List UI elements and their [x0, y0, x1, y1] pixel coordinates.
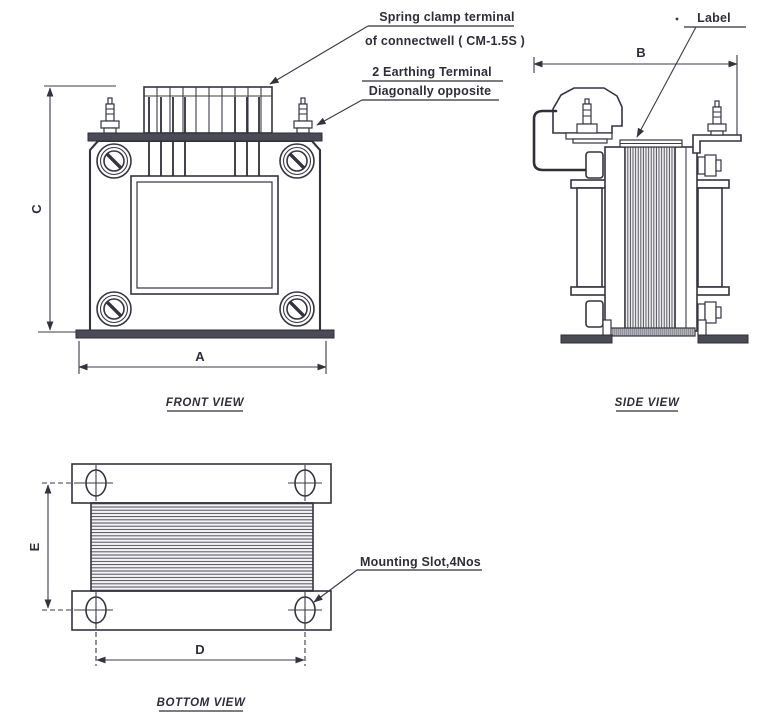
- side-earthing-stud: [692, 100, 742, 154]
- mounting-slot-leader-line: [313, 569, 358, 603]
- screw-top-right: [279, 143, 315, 179]
- terminal-block-outline: [143, 86, 273, 134]
- side-view-caption: SIDE VIEW: [615, 397, 680, 412]
- callout-label: Label: [636, 11, 746, 138]
- dim-d-label: D: [195, 642, 204, 657]
- callout-mounting-slot: Mounting Slot,4Nos: [313, 555, 482, 603]
- spring-clamp-text-line2: of connectwell ( CM-1.5S ): [365, 34, 525, 48]
- earthing-leader-line: [316, 99, 363, 126]
- side-clamp-plate-left: [570, 179, 609, 296]
- dimension-d: D: [95, 616, 306, 666]
- dim-a-label: A: [195, 349, 205, 364]
- dimension-c: C: [29, 85, 116, 333]
- side-tab-top: [585, 151, 604, 179]
- side-clamp-plate-right: [692, 179, 730, 296]
- screw-bottom-left: [96, 291, 132, 327]
- side-foot-right: [697, 319, 749, 344]
- bottom-view-caption: BOTTOM VIEW: [157, 697, 246, 712]
- label-leader-line: [636, 26, 697, 138]
- callout-spring-clamp-terminal: Spring clamp terminal of connectwell ( C…: [269, 10, 525, 85]
- front-core-window: [130, 175, 279, 295]
- terminal-block-dividers: [156, 87, 262, 133]
- bottom-mounting-strip-bottom: [71, 590, 332, 631]
- mounting-slot-bottom-right: [288, 592, 322, 628]
- screw-top-left: [96, 143, 132, 179]
- front-terminal-block: [143, 86, 273, 134]
- bobbin-cheek-left: [604, 146, 626, 332]
- front-view: C: [29, 85, 335, 412]
- label-dot: [675, 17, 679, 21]
- front-clamp-bar: [87, 132, 323, 142]
- coil-winding-hatch: [624, 146, 676, 330]
- dim-b-label: B: [636, 45, 645, 60]
- side-lead-wire: [532, 109, 587, 172]
- spring-clamp-leader-line: [269, 25, 369, 85]
- dimension-e: E: [27, 482, 90, 611]
- label-text: Label: [697, 11, 731, 25]
- side-view-label: SIDE VIEW: [615, 397, 680, 409]
- front-base-plate: [75, 329, 335, 339]
- bottom-mounting-strip-top: [71, 463, 332, 504]
- front-view-label: FRONT VIEW: [166, 397, 245, 409]
- front-view-caption: FRONT VIEW: [166, 397, 245, 412]
- side-coil: [604, 139, 698, 337]
- dimension-b: B: [533, 45, 738, 136]
- side-foot-left: [560, 319, 613, 344]
- bottom-view: E D Mounting Slot,4Nos BOTTOM VIEW: [27, 463, 482, 712]
- side-terminal-block: [552, 87, 623, 144]
- side-tab-bottom: [585, 300, 604, 328]
- side-clamp-bolt-top: [697, 154, 722, 177]
- bottom-coil-hatch: [90, 502, 314, 592]
- dimension-a: A: [78, 341, 327, 374]
- window-inner: [136, 181, 273, 289]
- front-earthing-stud-right: [293, 97, 313, 134]
- bottom-view-label: BOTTOM VIEW: [157, 697, 246, 709]
- coil-bottom-cap: [606, 327, 696, 337]
- side-view: B: [532, 45, 749, 412]
- spring-clamp-text-line1: Spring clamp terminal: [379, 10, 514, 24]
- screw-bottom-right: [279, 291, 315, 327]
- front-earthing-stud-left: [100, 97, 120, 134]
- callout-earthing-terminal: 2 Earthing Terminal Diagonally opposite: [316, 65, 503, 126]
- earthing-text-line1: 2 Earthing Terminal: [372, 65, 492, 79]
- dim-c-label: C: [29, 204, 44, 214]
- dim-e-label: E: [27, 542, 42, 551]
- earthing-text-line2: Diagonally opposite: [369, 84, 492, 98]
- side-clamp-bolt-bottom: [697, 301, 722, 324]
- front-corner-screws: [96, 143, 315, 327]
- mounting-slot-text: Mounting Slot,4Nos: [360, 555, 481, 569]
- mounting-slot-top-right: [288, 465, 322, 501]
